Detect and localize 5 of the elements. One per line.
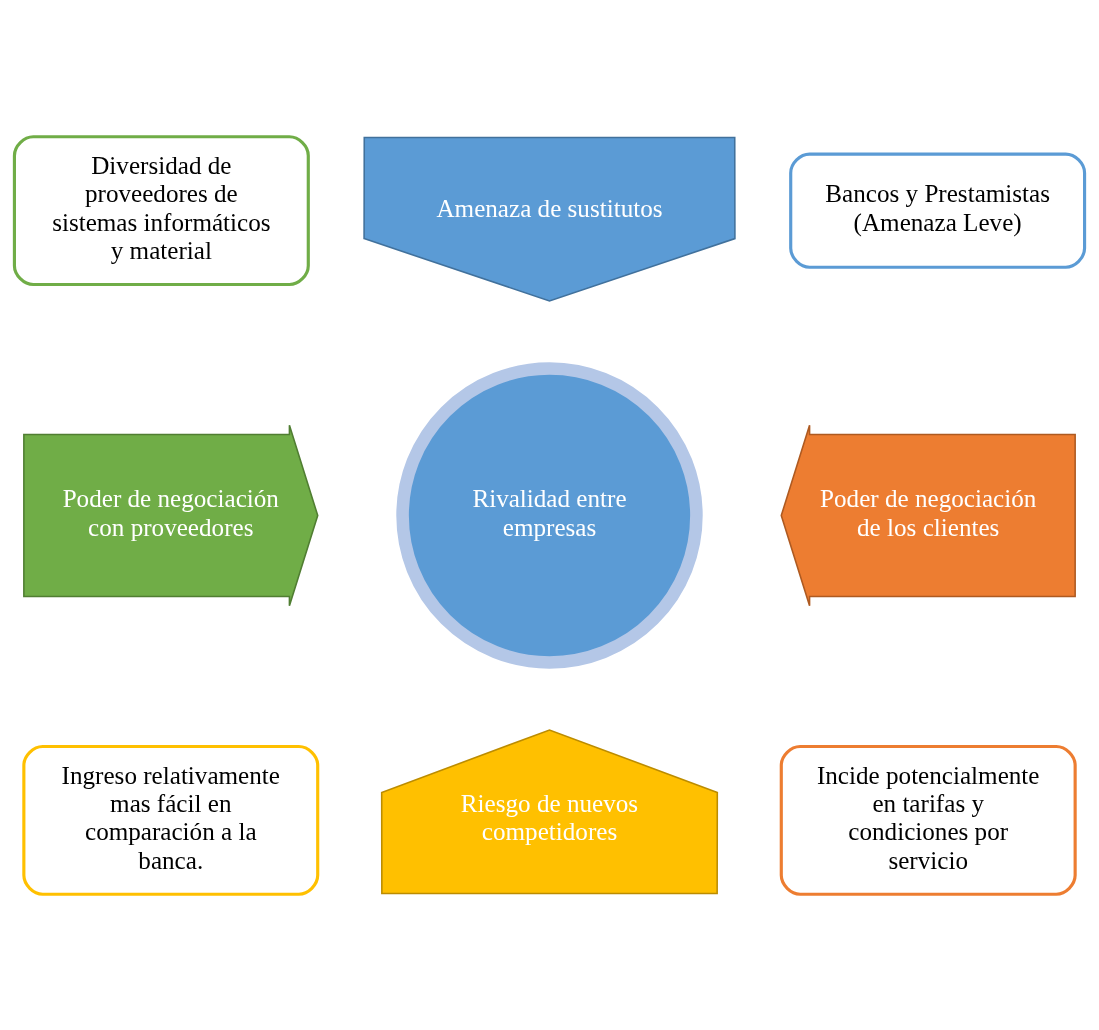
node-box: Bancos y Prestamistas (Amenaza Leve) (789, 152, 1087, 269)
node-box: Ingreso relativamente mas fácil en comparación a la banca. (22, 744, 320, 896)
node-box: Diversidad de proveedores de sistemas informáticos y material (12, 134, 310, 286)
node-box: Incide potencialmente en tarifas y condiciones por servicio (779, 744, 1077, 896)
node-circle: Rivalidad entre empresas (396, 361, 703, 669)
